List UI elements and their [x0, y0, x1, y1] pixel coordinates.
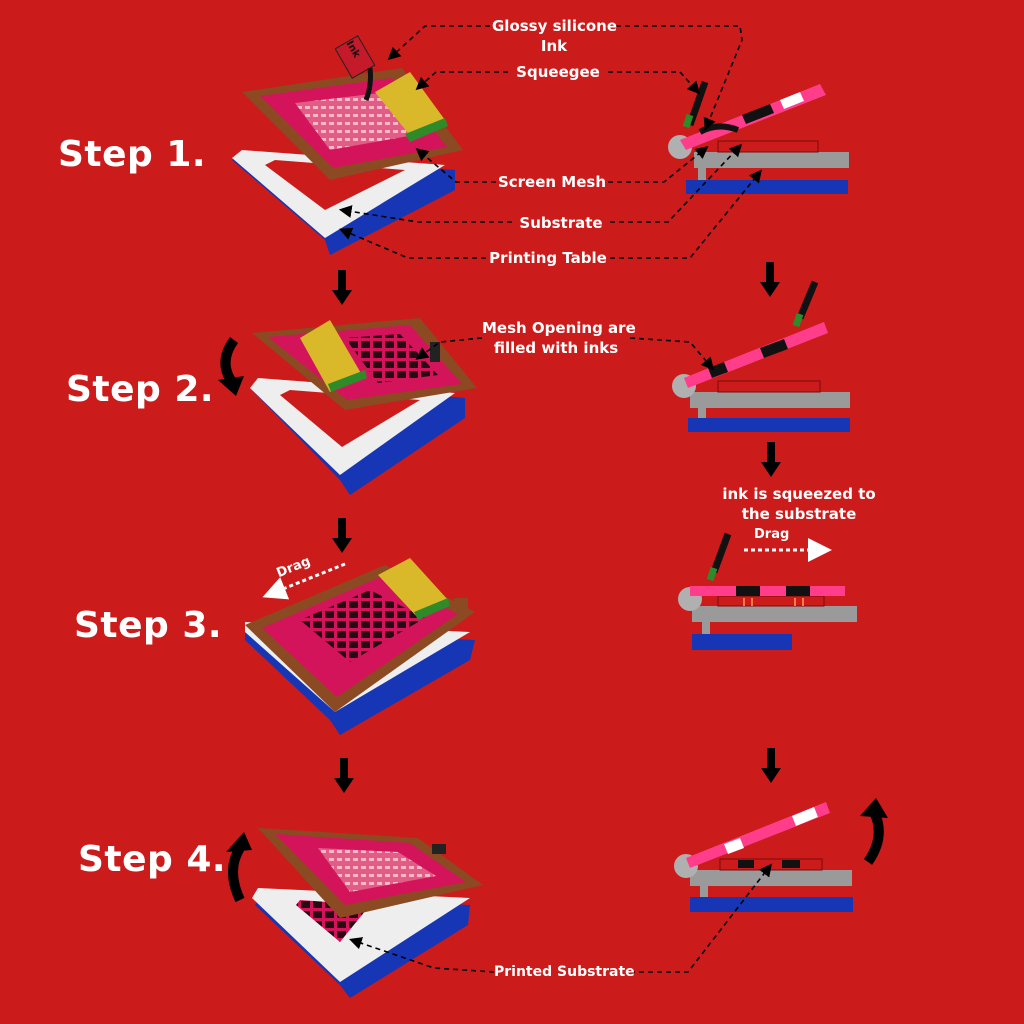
down-arrow-icon [761, 748, 781, 783]
printing-table-callout: Printing Table [489, 249, 607, 267]
squeezed-line2: the substrate [741, 505, 857, 523]
drag-right-label: Drag [754, 527, 790, 542]
down-arrow-icon [332, 270, 352, 305]
step2-press [250, 318, 477, 495]
rotate-up-arrow-icon [860, 798, 888, 865]
leader-lines [338, 25, 772, 973]
ink-callout: Glossy silicone Ink [492, 16, 618, 56]
mesh-opening-line2: filled with inks [493, 339, 619, 357]
printed-substrate-callout: Printed Substrate [494, 964, 635, 980]
mesh-opening-line1: Mesh Opening are [482, 319, 636, 337]
ink-callout-line2: Ink [540, 37, 568, 55]
squeezed-callout: ink is squeezed to the substrate [722, 484, 876, 524]
down-arrow-icon [332, 518, 352, 553]
ink-callout-line1: Glossy silicone [492, 17, 618, 35]
step-1-label: Step 1. [58, 134, 207, 175]
step4-side-view [674, 802, 853, 912]
step-3-label: Step 3. [74, 605, 223, 646]
squeegee [375, 72, 445, 138]
squeezed-line1: ink is squeezed to [722, 485, 876, 503]
step3-press [245, 558, 475, 735]
substrate-callout: Substrate [519, 214, 603, 232]
squeegee-callout: Squeegee [516, 63, 600, 81]
step-2-label: Step 2. [66, 369, 215, 410]
ink-can-icon [334, 35, 376, 101]
down-arrow-icon [760, 262, 780, 297]
screen-mesh-callout: Screen Mesh [497, 173, 607, 191]
rotate-down-arrow-icon [218, 337, 244, 396]
down-arrow-icon [334, 758, 354, 793]
step3-side-view [678, 532, 857, 650]
rotate-up-arrow-icon [226, 832, 252, 903]
step4-press [252, 828, 483, 998]
down-arrow-icon [761, 442, 781, 477]
step2-side-view [672, 280, 850, 432]
step1-press [232, 35, 463, 255]
mesh-opening-callout: Mesh Opening are filled with inks [482, 318, 636, 358]
step1-side-view [668, 80, 849, 194]
step-4-label: Step 4. [78, 839, 227, 880]
